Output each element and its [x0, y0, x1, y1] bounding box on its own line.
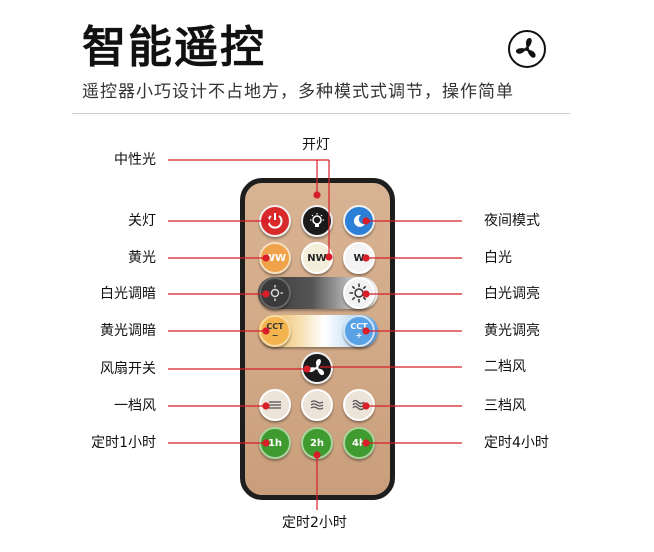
label-fan-speed-1: 一档风	[114, 398, 156, 414]
label-timer-4h: 定时4小时	[484, 435, 549, 451]
page-title: 智能遥控	[82, 22, 266, 73]
fan-speed-3-button[interactable]	[343, 389, 375, 421]
cct-minus-label: CCT −	[266, 322, 284, 340]
label-white-dim: 白光调暗	[100, 286, 156, 302]
moon-icon	[353, 214, 365, 227]
cool-white-label: W	[353, 252, 365, 264]
label-fan-switch: 风扇开关	[100, 361, 156, 377]
wind-low-icon	[269, 401, 281, 409]
wind-high-icon	[352, 399, 365, 411]
label-light-off: 关灯	[128, 213, 156, 229]
fan-logo-icon	[508, 30, 546, 68]
label-timer-2h: 定时2小时	[282, 515, 347, 531]
bulb-icon	[310, 213, 324, 227]
header-divider	[72, 113, 570, 114]
warm-white-label: WW	[263, 252, 287, 264]
white-dim-button[interactable]	[259, 277, 291, 309]
label-yellow-light: 黄光	[128, 250, 156, 266]
label-night-mode: 夜间模式	[484, 213, 540, 229]
label-white-bright: 白光调亮	[484, 286, 540, 302]
page-subtitle: 遥控器小巧设计不占地方，多种模式式调节，操作简单	[82, 82, 514, 102]
label-neutral-light: 中性光	[114, 152, 156, 168]
fan-speed-2-button[interactable]	[301, 389, 333, 421]
timer-2h-button[interactable]: 2h	[301, 427, 333, 459]
label-light-on: 开灯	[302, 137, 330, 153]
timer-2h-label: 2h	[309, 437, 325, 449]
label-white-light: 白光	[484, 250, 512, 266]
timer-1h-label: 1h	[267, 437, 283, 449]
light-on-button[interactable]	[301, 205, 333, 237]
timer-4h-label: 4h	[351, 437, 367, 449]
label-fan-speed-3: 三档风	[484, 398, 526, 414]
label-fan-speed-2: 二档风	[484, 359, 526, 375]
neutral-white-label: NW	[307, 252, 327, 264]
label-timer-1h: 定时1小时	[91, 435, 156, 451]
label-yellow-dim: 黄光调暗	[100, 323, 156, 339]
wind-mid-icon	[310, 400, 324, 410]
label-yellow-bright: 黄光调亮	[484, 323, 540, 339]
cct-plus-label: CCT +	[350, 322, 368, 340]
